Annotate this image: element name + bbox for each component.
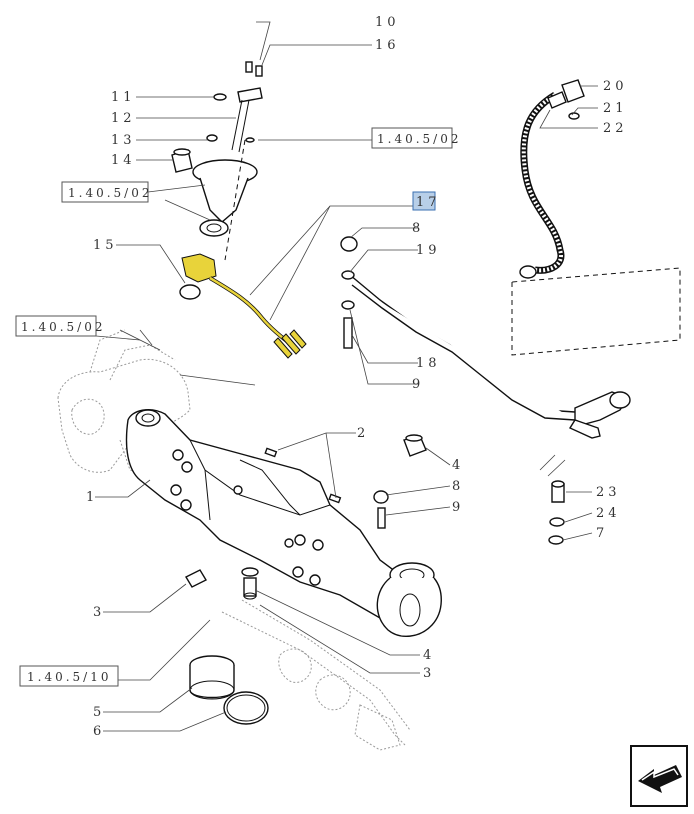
callout-6: 6 (93, 724, 105, 739)
sensor-assembly (171, 61, 263, 261)
callout-17: 17 (416, 195, 441, 210)
callout-labels: 10 16 11 12 13 14 15 17 8 19 18 9 20 21 … (86, 15, 628, 739)
callout-3-lower: 3 (423, 666, 435, 681)
callout-5: 5 (93, 705, 105, 720)
next-page-arrow-icon[interactable] (630, 745, 688, 807)
hydraulic-hose (511, 79, 681, 356)
callout-4-lower: 4 (423, 648, 435, 663)
callout-15: 15 (93, 238, 118, 253)
callout-11: 11 (111, 90, 136, 105)
callout-22: 22 (603, 121, 628, 136)
right-hardware (373, 434, 566, 545)
callout-23: 23 (596, 485, 621, 500)
callout-8-upper: 8 (412, 221, 424, 236)
callout-9-upper: 9 (412, 377, 424, 392)
callout-17-highlight (412, 191, 436, 211)
callout-14: 14 (111, 153, 136, 168)
callout-9-lower: 9 (452, 500, 464, 515)
leader-lines (95, 21, 598, 732)
wiring-harness (179, 253, 307, 359)
callout-13: 13 (111, 133, 136, 148)
ref-box-3: 1.40.5/02 (21, 320, 105, 334)
callout-2: 2 (357, 426, 369, 441)
callout-24: 24 (596, 506, 621, 521)
callout-10: 10 (375, 15, 400, 30)
reference-boxes: 1.40.5/02 1.40.5/02 1.40.5/02 1.40.5/10 (15, 127, 461, 687)
callout-8-lower: 8 (452, 479, 464, 494)
tie-rod (340, 236, 631, 439)
callout-21: 21 (603, 101, 628, 116)
callout-20: 20 (603, 79, 628, 94)
ref-box-4: 1.40.5/10 (27, 670, 111, 684)
axle-beam (125, 409, 442, 751)
arrow-glyph (638, 765, 682, 793)
callout-7: 7 (596, 526, 608, 541)
callout-4-right: 4 (452, 458, 464, 473)
ref-box-2: 1.40.5/02 (68, 186, 152, 200)
callout-18: 18 (416, 356, 441, 371)
callout-16: 16 (375, 38, 400, 53)
ref-box-1: 1.40.5/02 (377, 132, 461, 146)
callout-19: 19 (416, 243, 441, 258)
beam-hardware (185, 447, 342, 600)
bushing-and-seal (189, 655, 269, 725)
callout-3-left: 3 (93, 605, 105, 620)
callout-12: 12 (111, 111, 136, 126)
callout-1: 1 (86, 490, 98, 505)
